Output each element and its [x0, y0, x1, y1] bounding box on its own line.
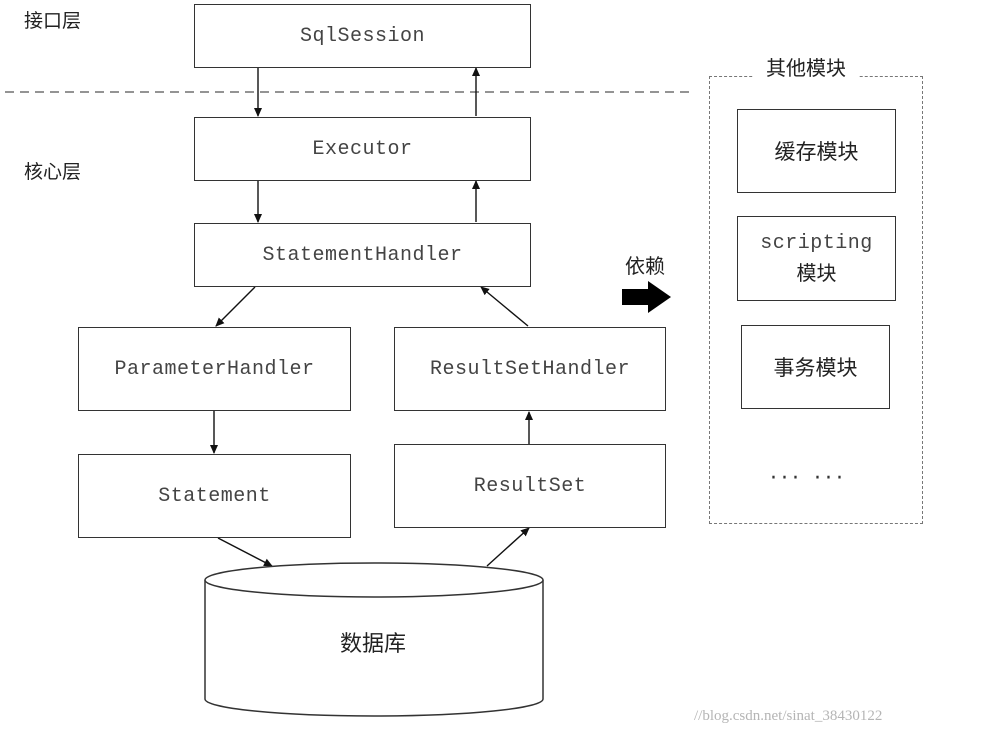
other-modules-title: 其他模块	[754, 52, 858, 81]
arrow-database-to-resultset	[486, 527, 530, 567]
scripting-module-suffix: 模块	[796, 260, 837, 285]
scripting-module-box: scripting 模块	[737, 216, 896, 301]
arrow-resultsethandler-to-statementhandler	[480, 286, 529, 327]
statement-box: Statement	[78, 454, 351, 538]
core-layer-label: 核心层	[24, 161, 82, 183]
statementhandler-box: StatementHandler	[194, 223, 531, 287]
cache-module-box: 缓存模块	[737, 109, 896, 193]
scripting-module-name: scripting	[760, 231, 873, 255]
dependency-label: 依赖	[625, 254, 665, 278]
arrow-statementhandler-to-parameterhandler	[215, 286, 256, 327]
arrow-statement-to-database	[217, 537, 273, 567]
database-label: 数据库	[340, 632, 407, 657]
database-cylinder	[204, 562, 544, 717]
watermark: //blog.csdn.net/sinat_38430122	[694, 708, 883, 724]
parameterhandler-box: ParameterHandler	[78, 327, 351, 411]
transaction-module-box: 事务模块	[741, 325, 890, 409]
interface-layer-label: 接口层	[24, 10, 82, 32]
resultset-box: ResultSet	[394, 444, 666, 528]
resultsethandler-box: ResultSetHandler	[394, 327, 666, 411]
sqlsession-box: SqlSession	[194, 4, 531, 68]
executor-box: Executor	[194, 117, 531, 181]
more-modules-ellipsis: ··· ···	[770, 466, 847, 491]
dependency-arrow-icon	[622, 281, 671, 313]
